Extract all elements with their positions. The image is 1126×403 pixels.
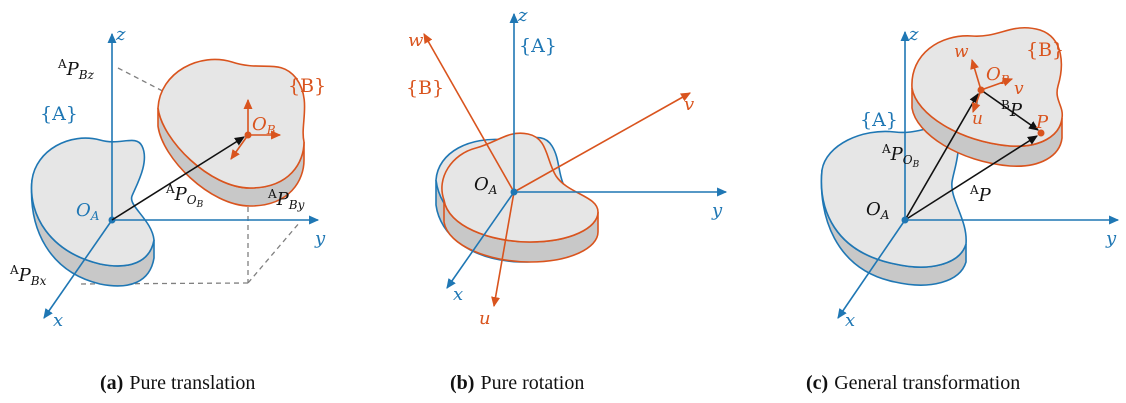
origin-a-label-b: OA <box>474 174 498 197</box>
axis-y-label-b: y <box>711 200 723 221</box>
caption-c: (c)General transformation <box>806 372 1020 394</box>
axis-v-label-c: v <box>1014 79 1024 99</box>
frame-b-label: {B} <box>288 75 326 97</box>
axis-u-b <box>491 191 515 308</box>
axis-b-down <box>230 134 249 160</box>
origin-b-dot <box>244 131 252 139</box>
panel-c: z y x w v u {A} {B} OA OB P APOB BP AP <box>820 24 1120 331</box>
vector-label-a: APOB <box>165 182 204 210</box>
axis-x-label-b: x <box>453 284 463 305</box>
frame-b-label-b: {B} <box>406 77 444 99</box>
origin-a-label-c: OA <box>866 199 890 222</box>
axis-u-label-c: u <box>972 109 983 129</box>
axis-w-label-c: w <box>954 42 969 62</box>
axis-w-c <box>970 58 982 91</box>
frame-b-label-c: {B} <box>1026 39 1064 61</box>
axis-u-label-b: u <box>479 308 491 329</box>
caption-b: (b)Pure rotation <box>450 372 584 394</box>
axis-z-label-b: z <box>517 5 528 26</box>
body-a-c <box>820 126 967 286</box>
proj-z-label: APBz <box>57 57 95 82</box>
panel-b: z y x w v u {A} {B} OA <box>406 5 728 329</box>
origin-a-label: OA <box>76 200 100 223</box>
vector-ob-label-c: APOB <box>881 142 920 170</box>
origin-b-dot-c <box>977 86 985 94</box>
axis-w-label-b: w <box>408 30 424 51</box>
body-b <box>157 58 306 207</box>
vector-ap-c <box>904 135 1038 221</box>
body-a <box>30 137 155 287</box>
body-b-c <box>911 26 1064 167</box>
axis-z-label-c: z <box>908 24 919 45</box>
axis-v-c <box>980 77 1014 91</box>
origin-b-label: OB <box>252 114 276 137</box>
origin-a-dot-b <box>510 188 518 196</box>
axis-u-c <box>971 89 982 114</box>
panel-a: z y x {A} {B} OA OB APOB APBz APBy APBx <box>9 24 326 331</box>
frame-a-label: {A} <box>40 103 78 125</box>
translation-vector <box>111 136 245 221</box>
vector-ob-c <box>904 93 979 221</box>
point-p-label: P <box>1035 112 1049 133</box>
frame-a-label-c: {A} <box>860 109 898 131</box>
axis-x-b <box>446 191 515 289</box>
point-p-dot <box>1037 129 1045 137</box>
body-b-b <box>441 132 599 263</box>
origin-b-label-c: OB <box>986 64 1010 87</box>
axis-x-c <box>837 219 906 319</box>
origin-a-dot-c <box>901 216 909 224</box>
vector-bp-c <box>980 89 1039 131</box>
axis-x-a <box>43 219 113 319</box>
vector-ap-label-c: AP <box>969 183 992 206</box>
proj-x-label: APBx <box>9 263 47 288</box>
axis-y-label-a: y <box>314 228 326 249</box>
axis-x-label-a: x <box>53 310 63 331</box>
frame-a-label-b: {A} <box>519 35 557 57</box>
proj-y-label: APBy <box>267 187 305 212</box>
axis-v-b <box>513 92 691 193</box>
caption-a: (a)Pure translation <box>100 372 255 394</box>
vector-bp-label-c: BP <box>1001 98 1023 121</box>
axis-v-label-b: v <box>684 94 694 115</box>
axis-x-label-c: x <box>845 310 855 331</box>
axis-y-label-c: y <box>1105 228 1117 249</box>
axis-z-label-a: z <box>115 24 126 45</box>
axis-w-b <box>423 33 515 193</box>
